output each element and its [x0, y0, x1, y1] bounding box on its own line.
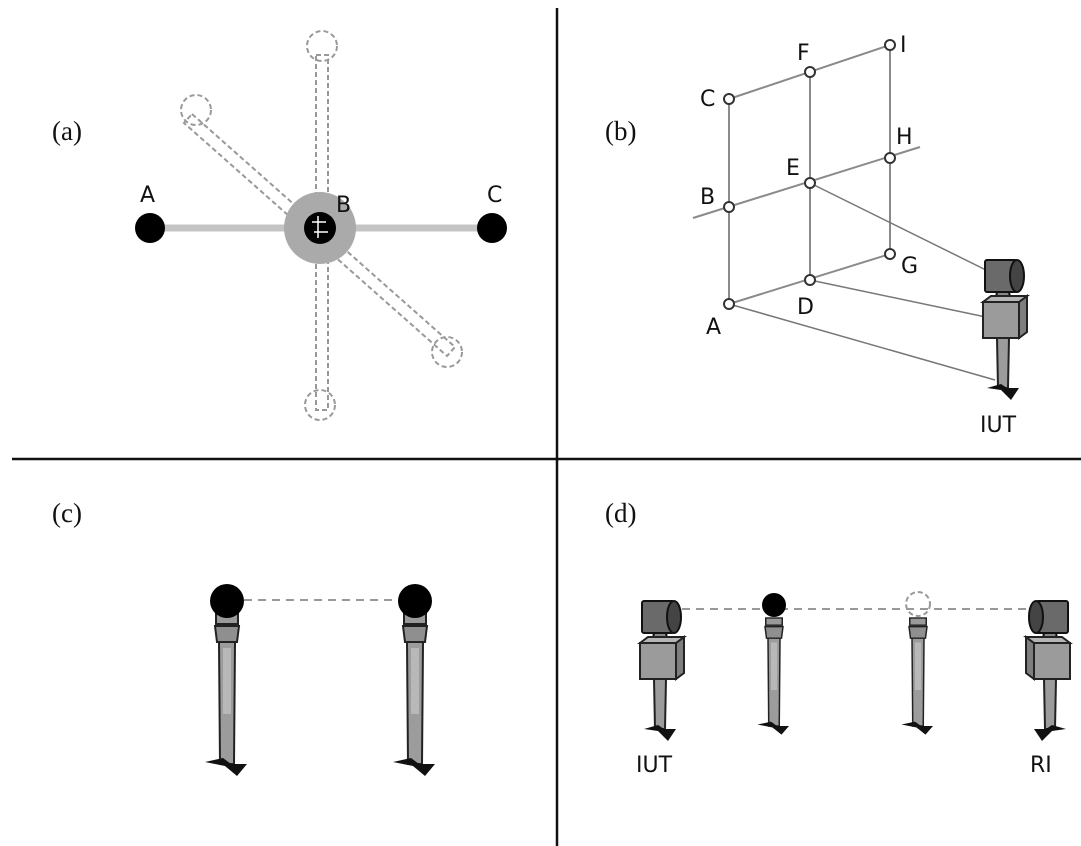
grid-node-a — [723, 298, 735, 310]
panel-a-label: (a) — [52, 116, 82, 146]
grid-node-c — [723, 93, 735, 105]
panel-a: (a) A B C — [52, 30, 507, 421]
grid-node-d — [804, 274, 816, 286]
grid-label-e: E — [786, 156, 800, 181]
point-a-label: A — [140, 183, 155, 208]
panel-b-label: (b) — [605, 116, 636, 146]
grid-node-g — [884, 248, 896, 260]
grid-node-b — [723, 201, 735, 213]
grid-node-h — [884, 152, 896, 164]
target-stand-left-icon-d — [756, 617, 790, 736]
panel-d-label: (d) — [605, 498, 636, 528]
panel-b: (b) A B C D E F G H I I — [605, 33, 1028, 438]
target-stand-right-icon-d — [900, 617, 934, 736]
panel-d: (d) IUT RI — [605, 498, 1071, 778]
point-b-marker — [304, 212, 336, 244]
grid-label-f: F — [797, 41, 810, 66]
grid-node-e — [804, 177, 816, 189]
target-stand-left-icon — [204, 613, 248, 777]
point-c-marker — [477, 213, 507, 243]
instrument-iut-icon-d — [639, 600, 685, 742]
instrument-ri-label: RI — [1030, 753, 1052, 778]
grid-label-g: G — [901, 254, 918, 279]
grid-label-i: I — [900, 33, 907, 58]
sight-line-e — [809, 182, 991, 273]
instrument-ri-icon — [1025, 600, 1071, 742]
grid-label-d: D — [797, 295, 814, 320]
grid-node-i — [884, 39, 896, 51]
grid-label-a: A — [706, 315, 721, 340]
grid-label-b: B — [700, 185, 715, 210]
panel-c: (c) — [52, 498, 436, 777]
target-sphere-left — [210, 584, 244, 618]
grid-label-c: C — [700, 87, 715, 112]
point-b-label: B — [336, 193, 351, 218]
target-stand-right-icon — [392, 613, 436, 777]
target-sphere-right — [398, 584, 432, 618]
measurement-grid — [692, 44, 921, 305]
grid-label-h: H — [896, 125, 913, 150]
ghost-rod-diagonal — [180, 94, 463, 368]
instrument-iut-label: IUT — [980, 413, 1017, 438]
grid-node-f — [804, 66, 816, 78]
target-sphere-d — [762, 593, 786, 617]
panel-c-label: (c) — [52, 498, 82, 528]
target-sphere-ghost-d — [905, 591, 931, 617]
point-a-marker — [135, 213, 165, 243]
sight-line-d — [809, 279, 1001, 321]
point-c-label: C — [487, 183, 502, 208]
sight-line-a — [728, 303, 996, 381]
pivot-hatch — [312, 216, 328, 238]
instrument-iut-label-d: IUT — [636, 753, 673, 778]
